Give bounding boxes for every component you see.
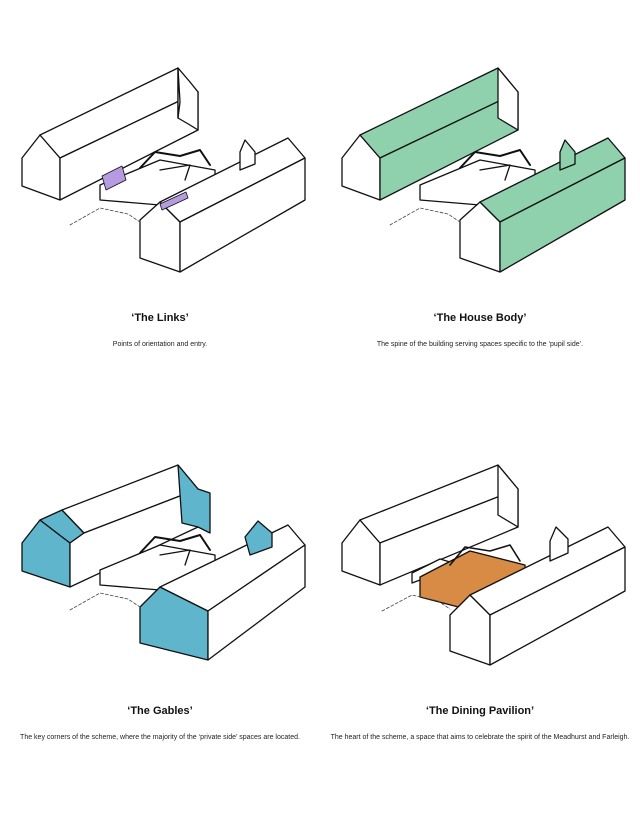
diagram-panel-house-body: ‘The House Body’ The spine of the buildi… xyxy=(320,0,640,415)
diagram-panel-dining-pavilion: ‘The Dining Pavilion’ The heart of the s… xyxy=(320,415,640,829)
front-wing xyxy=(459,137,626,273)
links-highlight xyxy=(101,165,189,211)
diagram-panel-links: ‘The Links’ Points of orientation and en… xyxy=(0,0,320,415)
panel-title: ‘The Links’ xyxy=(131,312,189,324)
back-wing xyxy=(341,67,519,201)
back-wing xyxy=(21,464,211,588)
panel-description: Points of orientation and entry. xyxy=(112,341,208,348)
links-building-sketch xyxy=(21,67,306,273)
front-wing xyxy=(139,520,306,661)
ground-line xyxy=(69,592,141,611)
panel-title: ‘The Dining Pavilion’ xyxy=(425,705,535,717)
panel-description: The key corners of the scheme, where the… xyxy=(20,734,300,741)
ground-line xyxy=(69,207,141,226)
back-wing xyxy=(21,67,199,201)
front-wing xyxy=(449,526,626,666)
panel-title: ‘The Gables’ xyxy=(127,705,193,717)
gables-building-sketch xyxy=(21,464,306,661)
ground-line xyxy=(381,594,451,612)
ground-line xyxy=(389,207,461,226)
panel-description: The spine of the building serving spaces… xyxy=(376,341,584,348)
house-body-building-sketch xyxy=(341,67,626,273)
front-wing xyxy=(139,137,306,273)
dining-pavilion-building-sketch xyxy=(341,464,626,666)
panel-description: The heart of the scheme, a space that ai… xyxy=(330,734,630,741)
back-wing xyxy=(341,464,519,586)
diagram-panel-gables: ‘The Gables’ The key corners of the sche… xyxy=(0,415,320,829)
panel-title: ‘The House Body’ xyxy=(433,312,527,324)
